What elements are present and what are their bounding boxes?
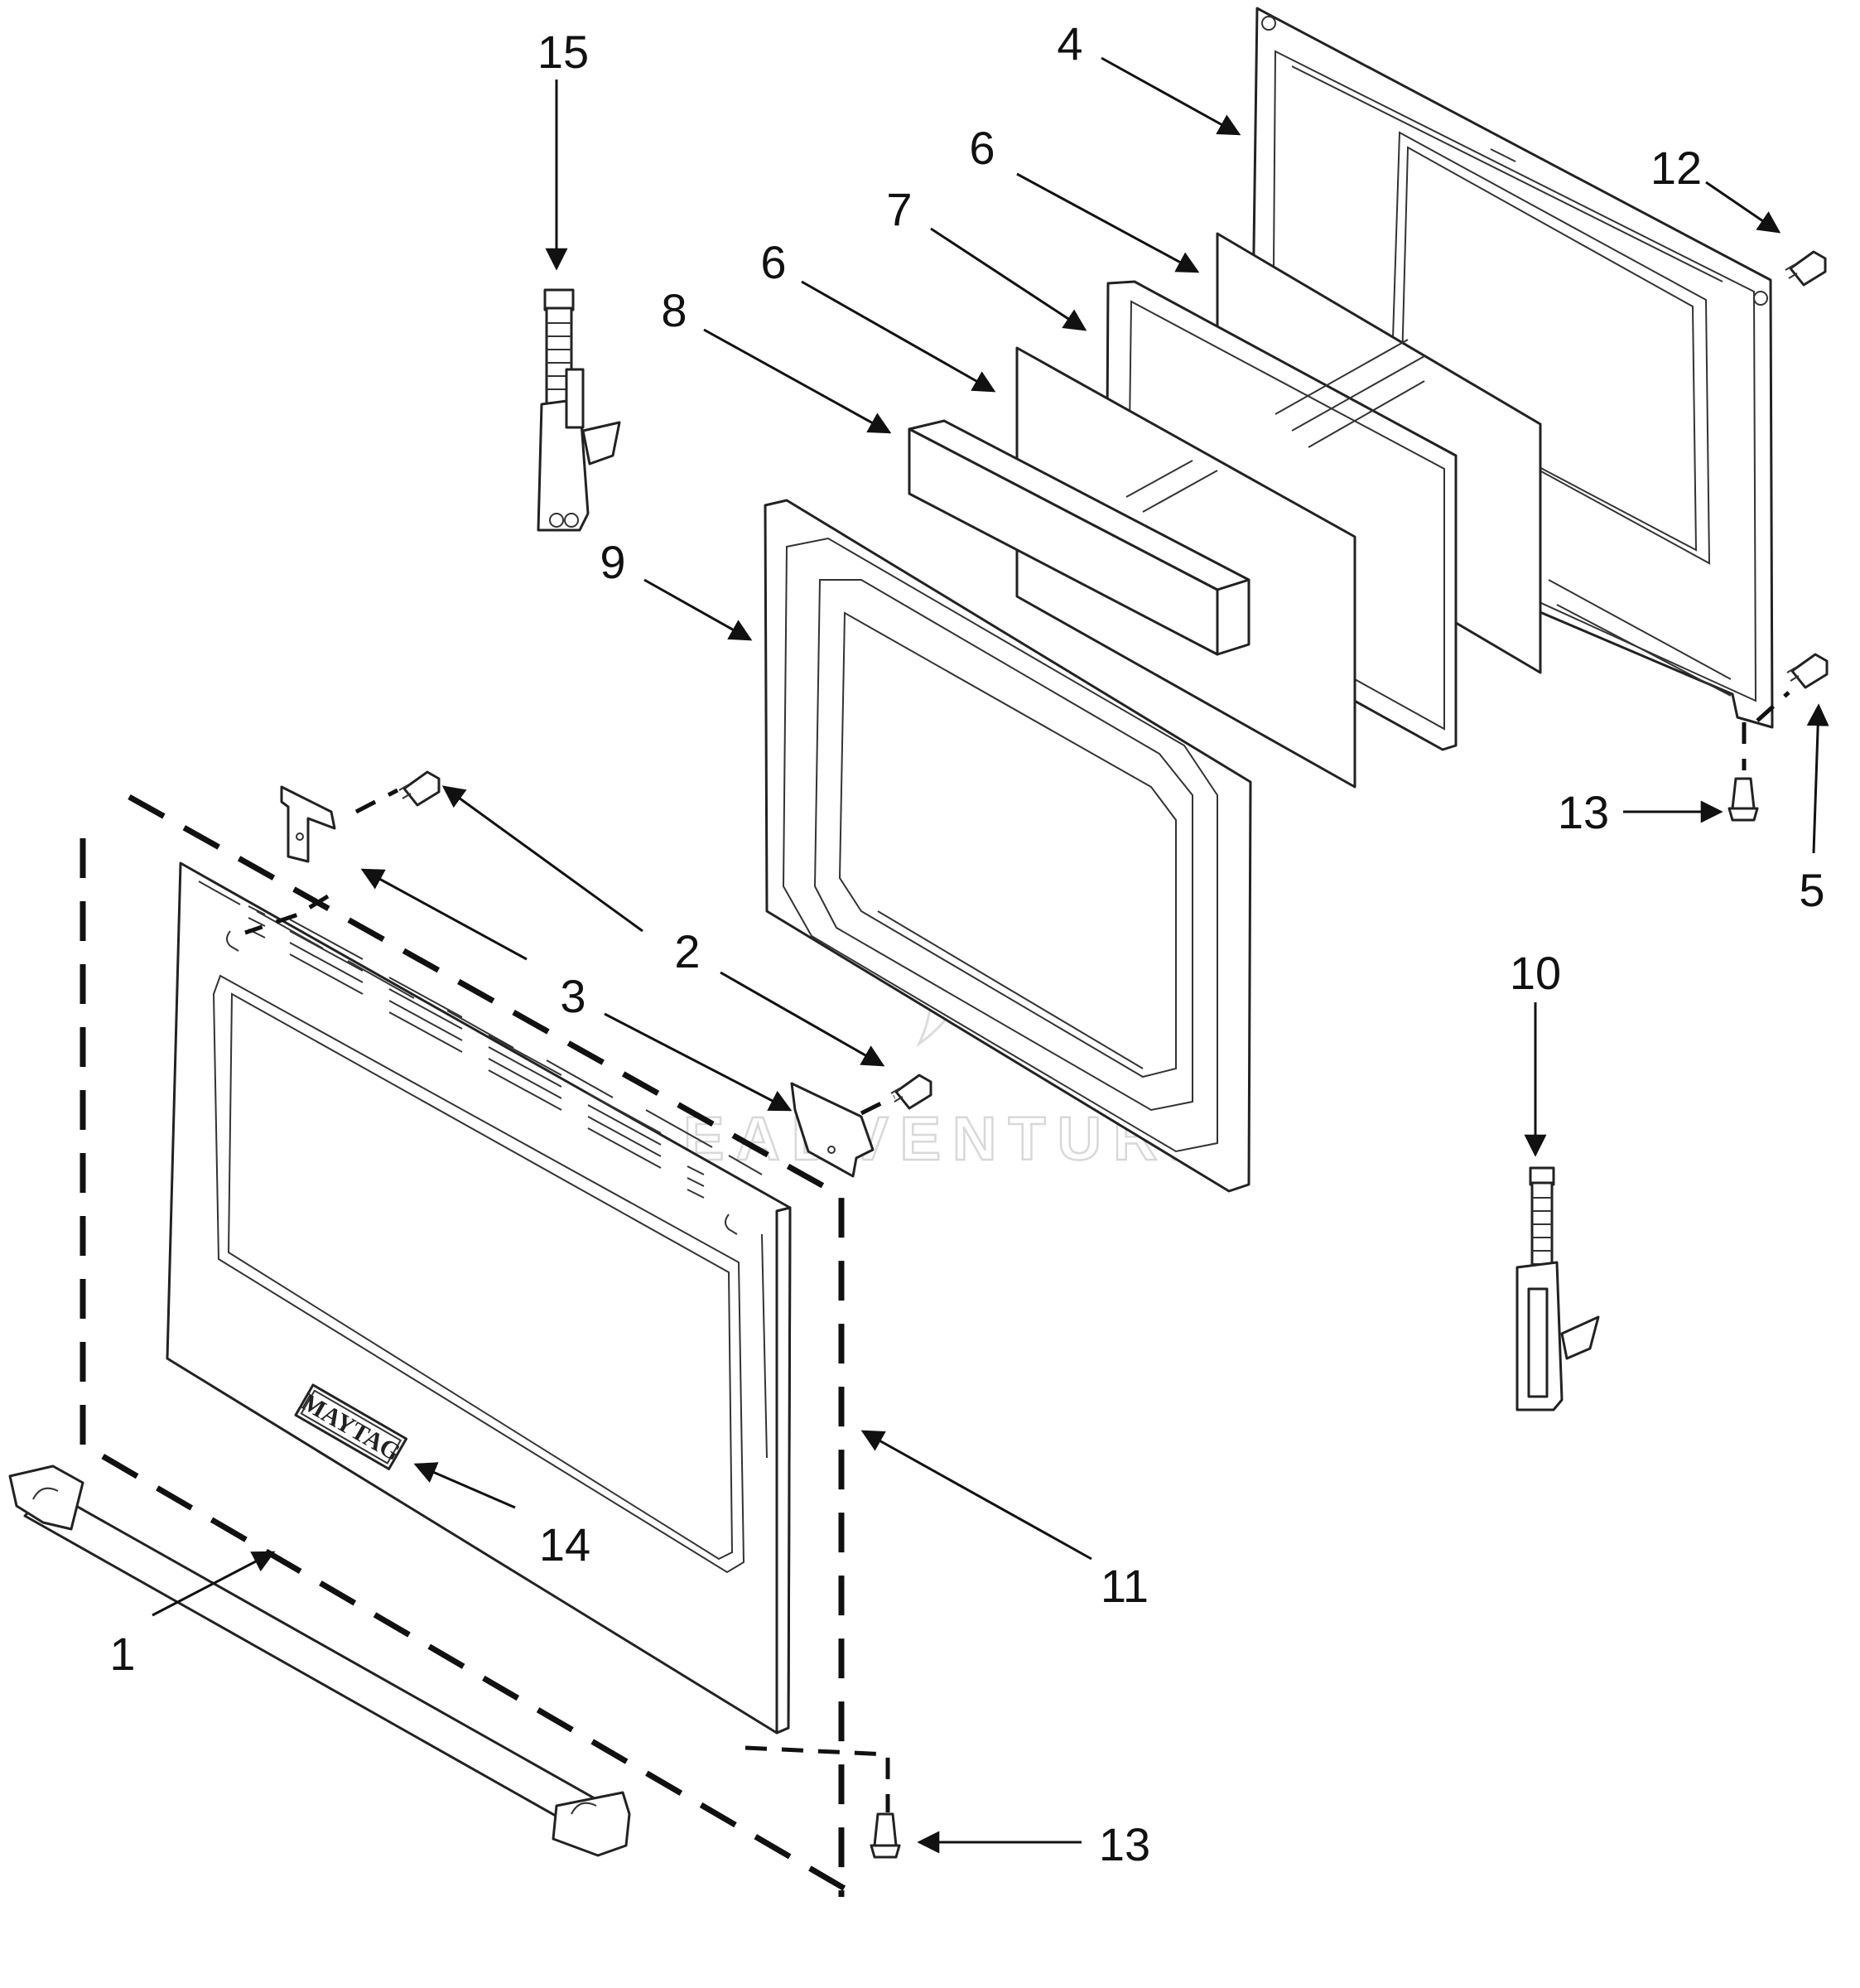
leader-arrows	[152, 56, 1829, 1854]
callout-4: 4	[1057, 17, 1082, 70]
screw-part-2-lower	[890, 1074, 932, 1110]
right-bracket	[790, 1082, 875, 1178]
callout-13-lower: 13	[1099, 1818, 1150, 1870]
outer-door-panel	[1249, 7, 1774, 729]
insulation-block	[908, 419, 1250, 656]
right-hinge	[1515, 1166, 1600, 1411]
screw-part-13-upper	[1727, 777, 1759, 822]
callout-14: 14	[539, 1518, 590, 1571]
callout-6-rear: 6	[969, 122, 995, 174]
callout-8: 8	[661, 284, 687, 336]
callout-3: 3	[560, 970, 585, 1022]
left-bracket	[280, 785, 336, 863]
callout-10: 10	[1510, 947, 1561, 999]
callout-labels: 15 4 6 7 6 8 9 12 13 5 10 2 3 14 11 1 13	[109, 17, 1824, 1870]
screw-part-5	[1786, 653, 1829, 689]
callout-11: 11	[1101, 1560, 1149, 1612]
callout-7: 7	[886, 183, 912, 235]
screw-part-13-lower	[870, 1812, 901, 1859]
callout-15: 15	[537, 26, 589, 78]
callout-9: 9	[600, 536, 625, 588]
inner-door-liner	[764, 499, 1252, 1193]
callout-5: 5	[1799, 864, 1824, 916]
screw-part-12	[1785, 250, 1827, 287]
front-door-panel	[166, 861, 792, 1735]
assembly-guide-lines	[80, 691, 1790, 1897]
callout-12: 12	[1650, 142, 1702, 194]
vent-slots	[198, 881, 763, 1235]
callout-6-front: 6	[760, 236, 786, 288]
glass-reflection-lines	[1125, 460, 1218, 513]
callout-13-upper: 13	[1558, 786, 1609, 838]
door-handle	[8, 1464, 631, 1857]
callout-1: 1	[109, 1628, 135, 1680]
callout-2: 2	[674, 925, 700, 977]
left-hinge	[537, 288, 621, 532]
screw-part-2-upper	[398, 770, 441, 807]
